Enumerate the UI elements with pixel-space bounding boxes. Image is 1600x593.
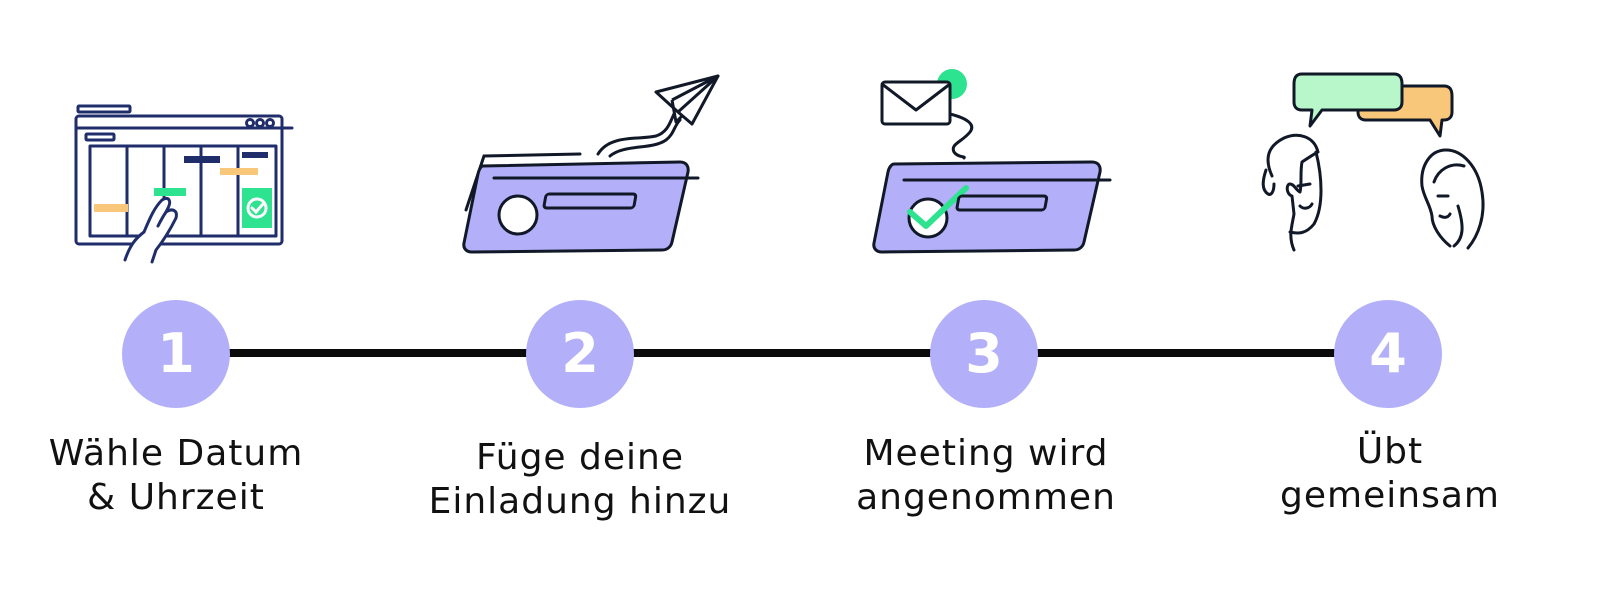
step-1-label-line2: & Uhrzeit (87, 477, 265, 518)
step-4-label: Übt gemeinsam (1230, 430, 1550, 518)
step-3-label-line1: Meeting wird (863, 433, 1109, 474)
step-3-badge: 3 (930, 300, 1038, 408)
paper-plane-card-icon (460, 70, 730, 260)
step-1-label-line1: Wähle Datum (48, 433, 304, 474)
step-1-label: Wähle Datum & Uhrzeit (16, 432, 336, 520)
step-4-label-line1: Übt (1356, 431, 1424, 472)
step-3-label: Meeting wird angenommen (826, 432, 1146, 520)
step-3-label-line2: angenommen (856, 477, 1116, 518)
calendar-hand-icon (70, 100, 300, 270)
step-4-label-line2: gemeinsam (1280, 475, 1500, 516)
step-2-badge: 2 (526, 300, 634, 408)
step-1-badge: 1 (122, 300, 230, 408)
step-2-label-line2: Einladung hinzu (428, 481, 732, 522)
step-4-badge: 4 (1334, 300, 1442, 408)
two-people-chat-icon (1254, 66, 1504, 260)
envelope-check-card-icon (870, 66, 1120, 260)
step-2-label: Füge deine Einladung hinzu (420, 436, 740, 524)
step-2-label-line1: Füge deine (476, 437, 684, 478)
timeline-connector (180, 349, 1412, 357)
